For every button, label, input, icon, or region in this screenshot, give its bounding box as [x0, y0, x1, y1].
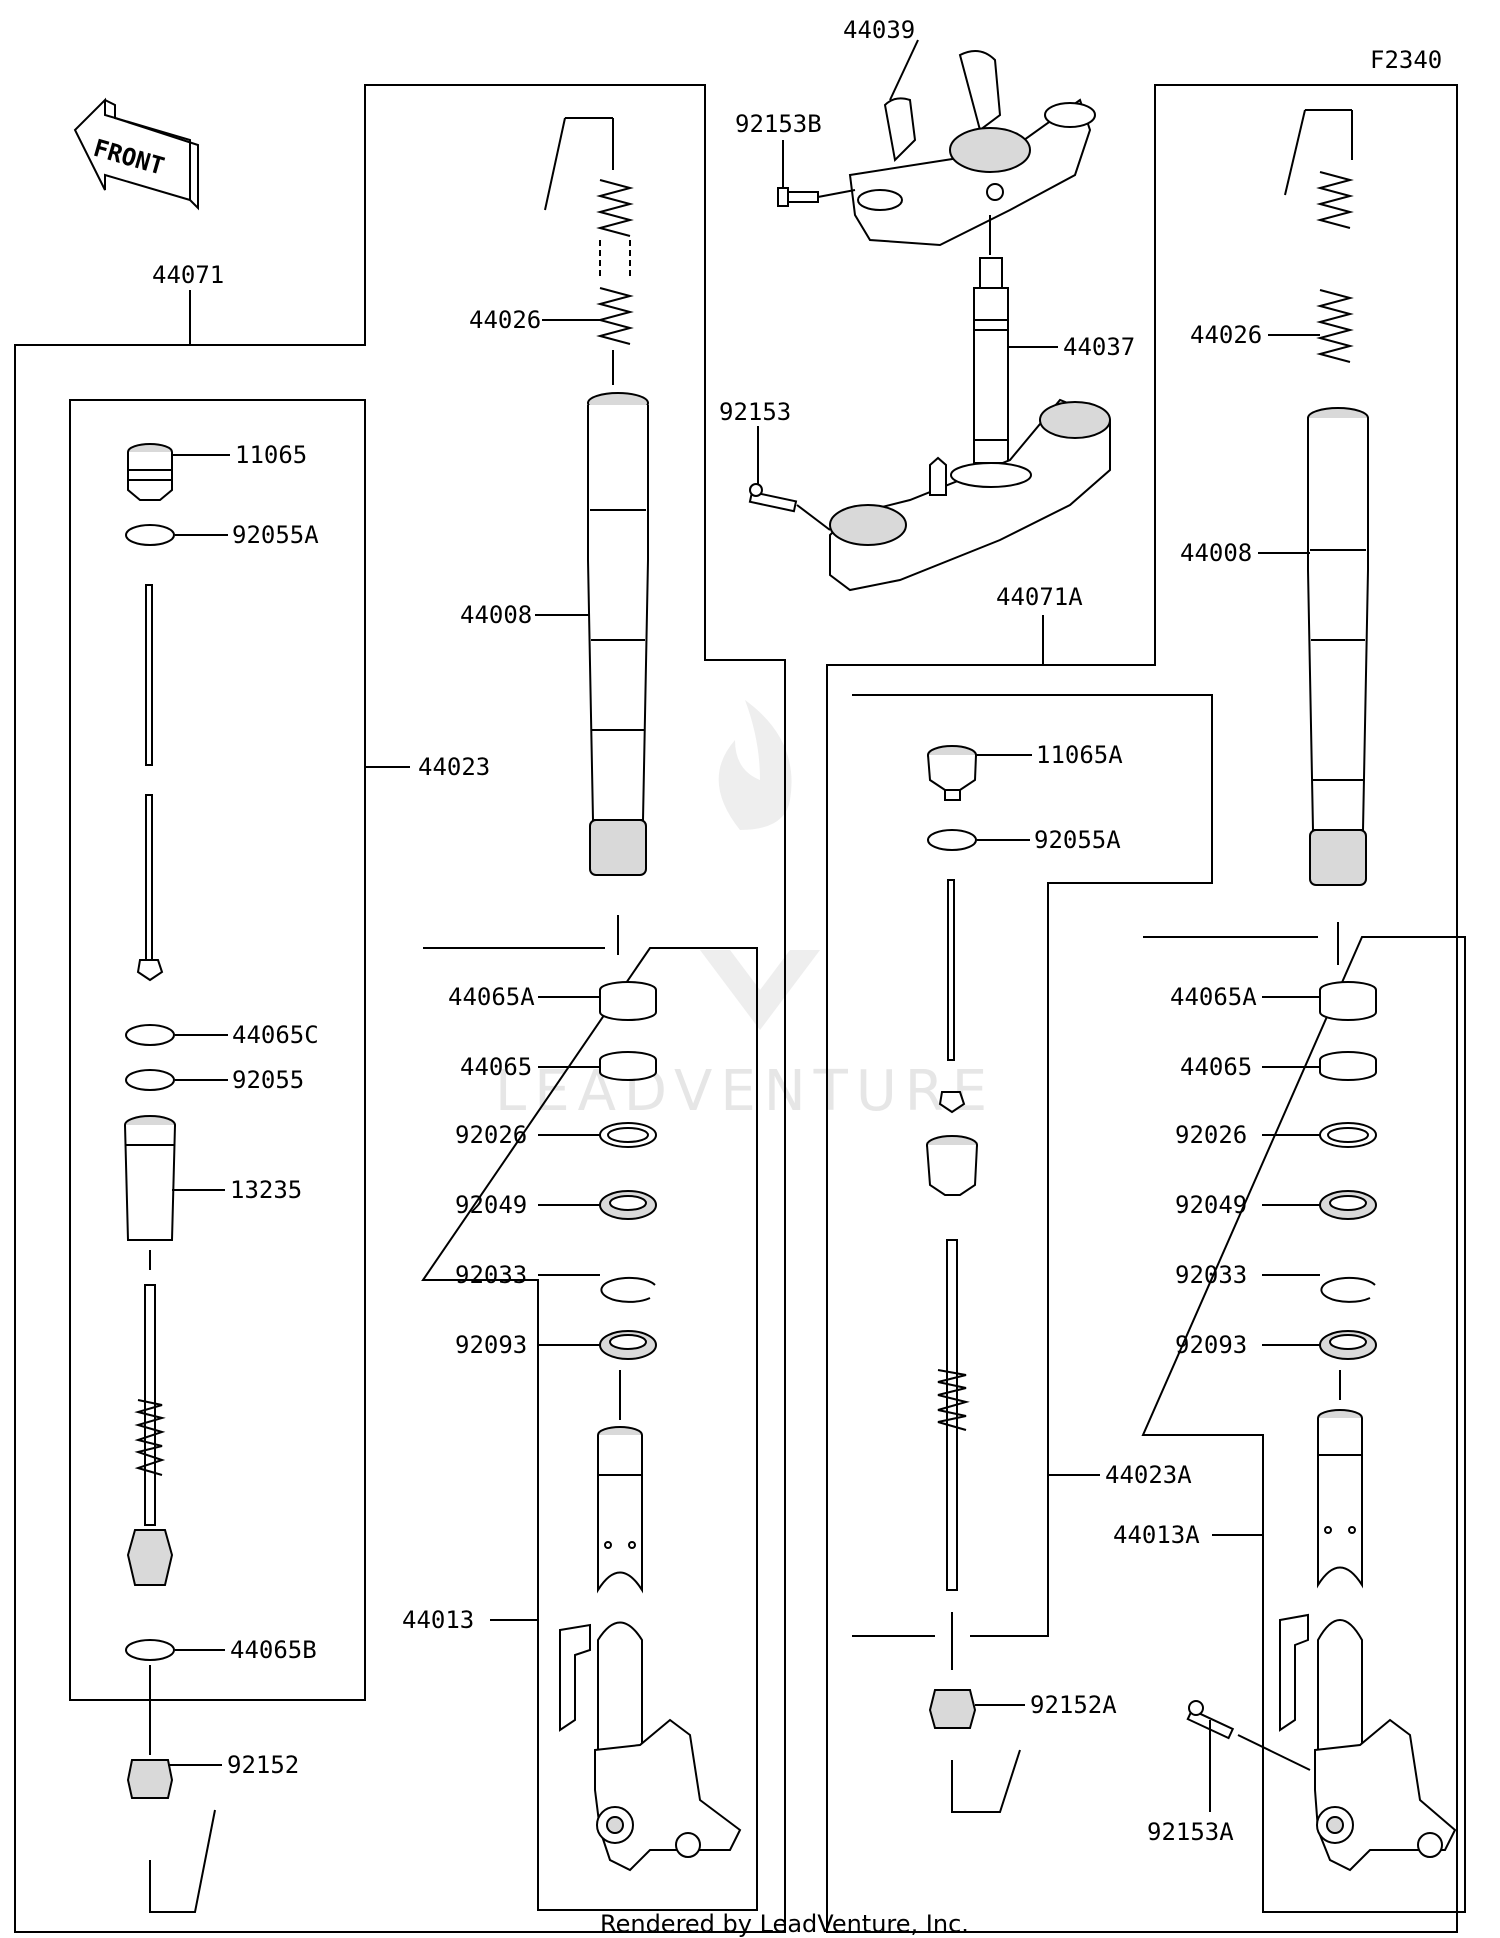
- label-92049-left: 92049: [455, 1191, 527, 1219]
- inner-tube-44013-left: [559, 1426, 742, 1872]
- nut-92152A: [928, 1689, 977, 1729]
- footer-credit: Rendered by LeadVenture, Inc.: [600, 1910, 969, 1938]
- bracket-44071A: [826, 84, 1458, 1933]
- label-44013A: 44013A: [1113, 1521, 1200, 1549]
- damper-rod-lower: [126, 1284, 174, 1586]
- label-92026-right: 92026: [1175, 1121, 1247, 1149]
- label-44026-left: 44026: [469, 306, 541, 334]
- label-44065-left: 44065: [460, 1053, 532, 1081]
- washer-92026-left: [599, 1122, 657, 1148]
- bracket-44013: [421, 947, 758, 1911]
- rod-right-lower: [937, 1239, 970, 1591]
- dust-seal-92093-right: [1319, 1330, 1377, 1360]
- o-ring-92055: [125, 1069, 175, 1091]
- label-44037: 44037: [1063, 333, 1135, 361]
- label-92153B: 92153B: [735, 110, 822, 138]
- bolt-92153B-icon: [777, 187, 819, 207]
- label-92026-left: 92026: [455, 1121, 527, 1149]
- cap-bolt-11065A: [927, 745, 977, 801]
- ring-44065C: [125, 1024, 175, 1046]
- bolt-92153-icon: [748, 483, 798, 513]
- valve-right: [926, 1135, 978, 1196]
- label-92055A-left: 92055A: [232, 521, 319, 549]
- nut-92152: [126, 1759, 174, 1799]
- ring-44065B: [125, 1639, 175, 1661]
- nut-small-left: [136, 959, 164, 982]
- label-44023A: 44023A: [1105, 1461, 1192, 1489]
- label-92093-right: 92093: [1175, 1331, 1247, 1359]
- oil-seal-92049-right: [1319, 1190, 1377, 1220]
- label-11065A: 11065A: [1036, 741, 1123, 769]
- label-44023: 44023: [418, 753, 490, 781]
- spring-44026-right: [1316, 171, 1354, 363]
- bracket-44023: [69, 399, 366, 1701]
- label-44008-right: 44008: [1180, 539, 1252, 567]
- inner-tube-44013A-right: [1279, 1409, 1457, 1872]
- label-44065B: 44065B: [230, 1636, 317, 1664]
- outer-tube-44008-left: [587, 392, 649, 876]
- steering-stem-44037: [973, 215, 1009, 464]
- o-ring-92055A-right: [927, 829, 977, 851]
- label-92055: 92055: [232, 1066, 304, 1094]
- label-13235: 13235: [230, 1176, 302, 1204]
- label-92033-left: 92033: [455, 1261, 527, 1289]
- o-ring-92055A-left: [125, 524, 175, 546]
- bracket-44023A: [852, 694, 1213, 1637]
- nut-small-right: [938, 1091, 966, 1114]
- bushing-44065-right: [1319, 1051, 1377, 1081]
- label-92049-right: 92049: [1175, 1191, 1247, 1219]
- label-44065C: 44065C: [232, 1021, 319, 1049]
- circlip-92033-right: [1320, 1276, 1376, 1303]
- outer-tube-44008-right: [1307, 407, 1369, 886]
- upper-bracket-44039: [848, 50, 1096, 247]
- label-44026-right: 44026: [1190, 321, 1262, 349]
- cap-bolt-11065: [127, 443, 173, 501]
- label-44008-left: 44008: [460, 601, 532, 629]
- oil-seal-92049-left: [599, 1190, 657, 1220]
- label-44039: 44039: [843, 16, 915, 44]
- bracket-44071: [14, 84, 786, 1933]
- watermark-text: LEADVENTURE: [495, 1059, 995, 1124]
- label-44065-right: 44065: [1180, 1053, 1252, 1081]
- bushing-44065A-right: [1319, 981, 1377, 1021]
- lower-bracket: [829, 398, 1111, 592]
- figure-code: F2340: [1370, 46, 1442, 74]
- spring-44026-left: [596, 179, 634, 345]
- label-44013: 44013: [402, 1606, 474, 1634]
- label-92153A: 92153A: [1147, 1818, 1234, 1846]
- label-44065A-left: 44065A: [448, 983, 535, 1011]
- cylinder-13235: [124, 1115, 176, 1241]
- label-44065A-right: 44065A: [1170, 983, 1257, 1011]
- dust-seal-92093-left: [599, 1330, 657, 1360]
- rod-right-upper: [947, 879, 955, 1061]
- bushing-44065A-left: [599, 981, 657, 1021]
- label-44071: 44071: [152, 261, 224, 289]
- label-44071A: 44071A: [996, 583, 1083, 611]
- watermark: LEADVENTURE: [495, 700, 995, 1124]
- label-92152: 92152: [227, 1751, 299, 1779]
- label-92055A-right: 92055A: [1034, 826, 1121, 854]
- label-92033-right: 92033: [1175, 1261, 1247, 1289]
- bracket-44013A: [1141, 936, 1466, 1913]
- label-92153: 92153: [719, 398, 791, 426]
- label-92152A: 92152A: [1030, 1691, 1117, 1719]
- washer-92026-right: [1319, 1122, 1377, 1148]
- damper-rod-upper: [145, 584, 153, 976]
- label-92093-left: 92093: [455, 1331, 527, 1359]
- label-11065: 11065: [235, 441, 307, 469]
- circlip-92033-left: [600, 1276, 656, 1303]
- bushing-44065-left: [599, 1051, 657, 1081]
- front-arrow-icon: FRONT: [73, 97, 199, 211]
